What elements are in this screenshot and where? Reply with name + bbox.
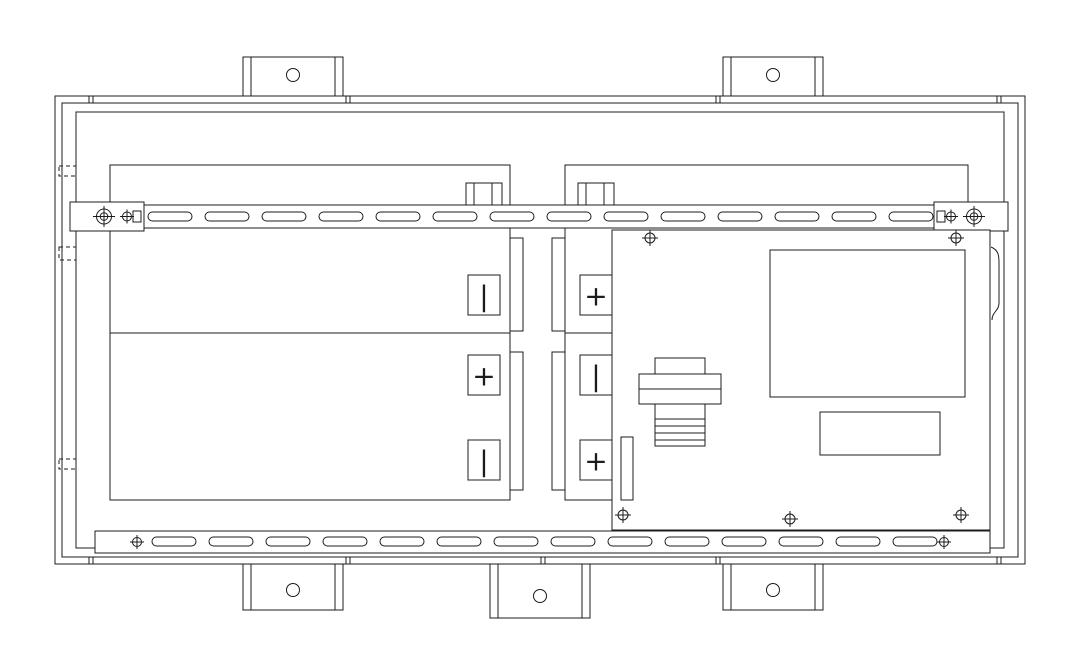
mounting-tab-bottom-right bbox=[722, 563, 824, 611]
rail-slot bbox=[318, 211, 364, 222]
tab-hole bbox=[286, 68, 300, 82]
rail-slot bbox=[888, 211, 934, 222]
knockout-mark bbox=[58, 458, 77, 470]
mounting-tab-bottom-left bbox=[242, 563, 344, 611]
rail-bolt bbox=[963, 206, 985, 227]
rail-slot bbox=[208, 536, 254, 547]
rail-slot bbox=[550, 536, 596, 547]
enclosure-outer-inner-line bbox=[61, 102, 1019, 558]
rail-slot bbox=[778, 536, 824, 547]
rail-slot bbox=[265, 536, 311, 547]
rail-slot bbox=[432, 211, 478, 222]
retainer-clip bbox=[990, 246, 1000, 321]
terminal-symbol: + bbox=[472, 360, 495, 393]
rail-slot bbox=[151, 536, 197, 547]
component-plate bbox=[611, 229, 1000, 531]
battery-left-terminal-middle: + bbox=[467, 354, 501, 396]
rail-slot bbox=[546, 211, 592, 222]
transformer bbox=[638, 357, 722, 447]
terminal-symbol: + bbox=[584, 280, 607, 313]
mounting-tab-top-left bbox=[242, 56, 344, 97]
tab-hole bbox=[286, 583, 300, 597]
rail-bolt bbox=[130, 535, 144, 549]
rail-bolt bbox=[944, 209, 958, 224]
rail-clip bbox=[132, 210, 142, 223]
plate-screw bbox=[782, 511, 798, 527]
battery-left-bracket bbox=[509, 237, 524, 332]
rail-slot bbox=[721, 536, 767, 547]
battery-left-holddown-hook bbox=[465, 182, 503, 206]
battery-left: | + | bbox=[109, 164, 524, 501]
plate-screw bbox=[615, 507, 631, 523]
rail-slot bbox=[835, 536, 881, 547]
flange-tick-marks bbox=[88, 96, 1002, 564]
standoff-strip bbox=[620, 436, 634, 501]
battery-middle-bracket bbox=[551, 351, 566, 491]
tab-hole bbox=[766, 68, 780, 82]
rail-slot bbox=[261, 211, 307, 222]
terminal-symbol: | bbox=[479, 280, 488, 313]
plate-screw bbox=[953, 507, 969, 523]
rail-slot bbox=[607, 536, 653, 547]
battery-middle-bracket bbox=[551, 237, 566, 332]
plate-screw bbox=[642, 230, 658, 246]
tab-hole bbox=[766, 583, 780, 597]
battery-middle-holddown-hook bbox=[577, 182, 615, 206]
slotted-rail-top bbox=[69, 201, 1009, 232]
rail-slot bbox=[375, 211, 421, 222]
battery-left-terminal-bottom: | bbox=[467, 439, 501, 481]
knockout-mark bbox=[58, 165, 77, 177]
large-module bbox=[769, 249, 966, 398]
rail-slot bbox=[660, 211, 706, 222]
battery-middle-terminal-top: + bbox=[579, 274, 613, 316]
battery-middle-terminal-bottom: + bbox=[579, 439, 613, 481]
knockout-mark bbox=[58, 246, 77, 261]
rail-slot bbox=[831, 211, 877, 222]
rail-slot bbox=[892, 536, 938, 547]
battery-middle-terminals: + | + bbox=[579, 274, 613, 481]
rail-slot bbox=[717, 211, 763, 222]
rail-slot bbox=[664, 536, 710, 547]
small-module bbox=[819, 411, 941, 456]
rail-slot bbox=[204, 211, 250, 222]
rail-slots bbox=[147, 211, 934, 222]
tab-hole bbox=[533, 589, 547, 603]
rail-slot bbox=[489, 211, 535, 222]
mounting-tab-top-right bbox=[722, 56, 824, 97]
rail-slot bbox=[147, 211, 193, 222]
rail-body bbox=[94, 530, 991, 554]
rail-slot bbox=[774, 211, 820, 222]
rail-slot bbox=[436, 536, 482, 547]
rail-slots bbox=[151, 536, 938, 547]
rail-clip bbox=[936, 210, 946, 223]
rail-bolt bbox=[120, 209, 134, 224]
terminal-symbol: + bbox=[584, 445, 607, 478]
rail-slot bbox=[603, 211, 649, 222]
rail-bolt bbox=[93, 206, 115, 227]
mounting-tab-bottom-center bbox=[489, 563, 591, 619]
slotted-rail-bottom bbox=[94, 530, 991, 554]
battery-left-terminal-top: | bbox=[467, 274, 501, 316]
rail-slot bbox=[379, 536, 425, 547]
battery-middle-terminal-middle: | bbox=[579, 354, 613, 396]
knockout-marks bbox=[58, 165, 77, 470]
battery-left-bracket bbox=[509, 351, 524, 491]
terminal-symbol: | bbox=[591, 360, 600, 393]
plate-outline bbox=[611, 229, 991, 531]
terminal-symbol: | bbox=[479, 445, 488, 478]
plate-screw bbox=[948, 230, 964, 246]
rail-slot bbox=[322, 536, 368, 547]
rail-slot bbox=[493, 536, 539, 547]
rail-bolt bbox=[937, 535, 951, 549]
